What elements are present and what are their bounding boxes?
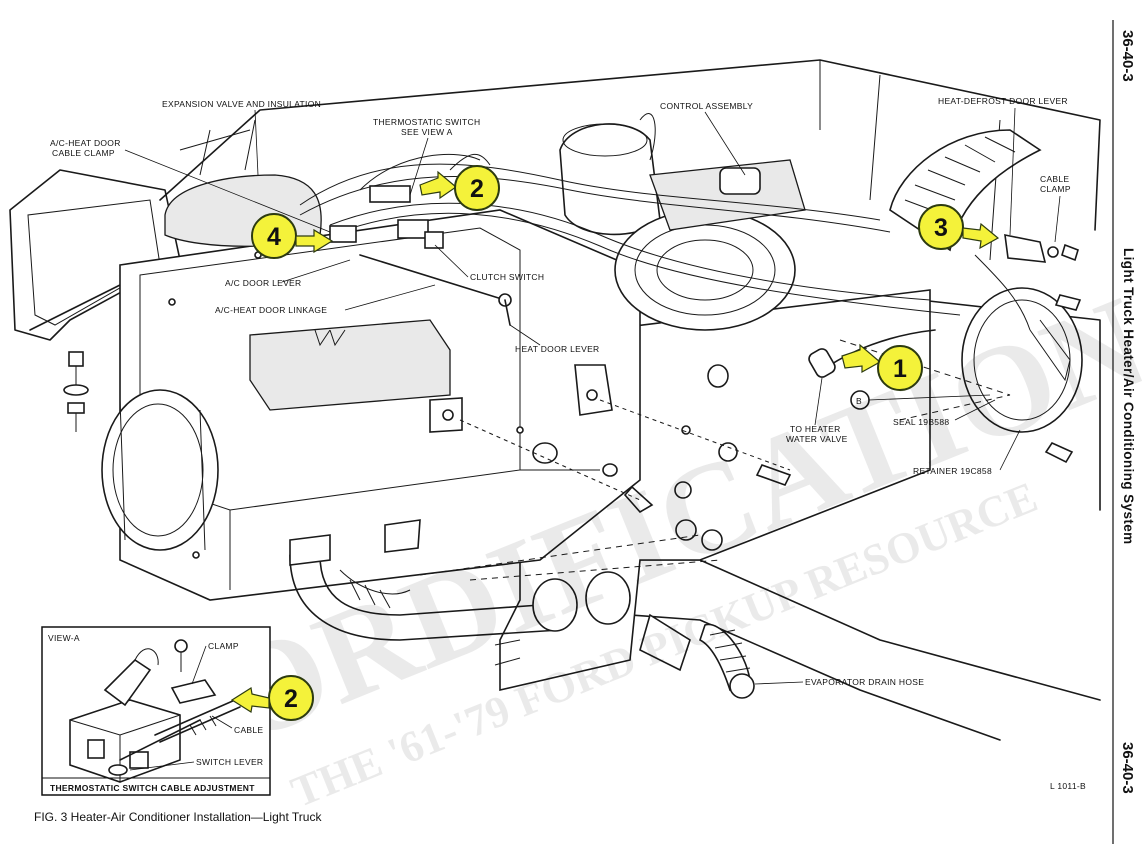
view-a-inset: VIEW-A CLAMP CABLE SWITCH LEVER THERMOST…: [41, 626, 271, 796]
callout-3: 3: [918, 204, 1000, 250]
svg-text:2: 2: [470, 175, 484, 203]
svg-text:3: 3: [934, 214, 948, 242]
label-heat-door-lever: HEAT DOOR LEVER: [515, 344, 599, 354]
page-furniture: 36-40-3 Light Truck Heater/Air Condition…: [34, 20, 1136, 844]
svg-text:B: B: [856, 396, 862, 406]
figure-caption: FIG. 3 Heater-Air Conditioner Installati…: [34, 810, 322, 824]
label-ac-heat-cable-clamp-2: CABLE CLAMP: [52, 148, 115, 158]
inset-title: VIEW-A: [48, 633, 80, 643]
callout-2-main: 2: [419, 165, 500, 211]
svg-text:1: 1: [893, 355, 907, 383]
label-cable-clamp-2: CLAMP: [1040, 184, 1071, 194]
label-seal: SEAL 19B588: [893, 417, 949, 427]
marker-b: B: [850, 390, 991, 410]
inset-footer: THERMOSTATIC SWITCH CABLE ADJUSTMENT: [50, 783, 255, 793]
callout-4: 4: [251, 213, 334, 259]
part-labels: EXPANSION VALVE AND INSULATION THERMOSTA…: [50, 96, 1071, 687]
label-expansion-valve: EXPANSION VALVE AND INSULATION: [162, 99, 321, 109]
cables-and-wires: [299, 113, 1031, 331]
figure-code: L 1011-B: [1050, 781, 1086, 791]
label-ac-door-lever: A/C DOOR LEVER: [225, 278, 301, 288]
label-clutch-switch: CLUTCH SWITCH: [470, 272, 544, 282]
side-title: Light Truck Heater/Air Conditioning Syst…: [1121, 248, 1136, 545]
label-ac-heat-linkage: A/C-HEAT DOOR LINKAGE: [215, 305, 327, 315]
callout-1: 1: [841, 343, 923, 391]
label-cable-clamp-1: CABLE: [1040, 174, 1069, 184]
label-water-valve: WATER VALVE: [786, 434, 848, 444]
hardware-parts: [63, 185, 1082, 581]
label-retainer: RETAINER 19C858: [913, 466, 992, 476]
ducts-and-hoses: [289, 123, 1083, 699]
inset-label-cable: CABLE: [234, 725, 263, 735]
label-thermostatic-switch: THERMOSTATIC SWITCH: [373, 117, 480, 127]
label-to-heater: TO HEATER: [790, 424, 841, 434]
inset-label-switch-lever: SWITCH LEVER: [196, 757, 263, 767]
page-number-top: 36-40-3: [1119, 30, 1136, 82]
svg-text:2: 2: [284, 685, 298, 713]
label-control-assembly: CONTROL ASSEMBLY: [660, 101, 753, 111]
svg-text:4: 4: [267, 223, 281, 251]
callout-2-inset: 2: [230, 675, 314, 721]
label-heat-defrost-lever: HEAT-DEFROST DOOR LEVER: [938, 96, 1068, 106]
label-evaporator-drain-hose: EVAPORATOR DRAIN HOSE: [805, 677, 924, 687]
inset-label-clamp: CLAMP: [208, 641, 239, 651]
label-ac-heat-cable-clamp-1: A/C-HEAT DOOR: [50, 138, 121, 148]
label-see-view-a: SEE VIEW A: [401, 127, 453, 137]
page-number-bottom: 36-40-3: [1119, 742, 1136, 794]
